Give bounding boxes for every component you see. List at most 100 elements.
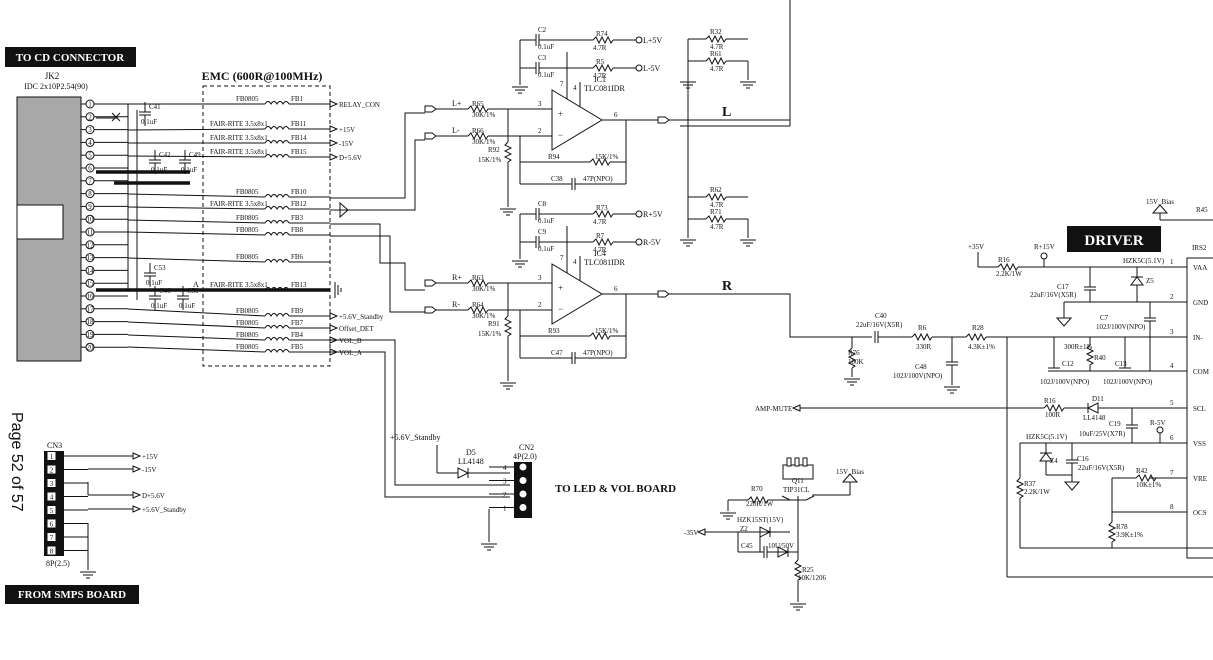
input-neg-label: L-	[452, 126, 460, 135]
c19-val: 10uF/25V(X7R)	[1079, 430, 1126, 438]
jk2-pin-20: 20	[81, 342, 128, 352]
resistor	[705, 193, 727, 201]
output-label: R	[722, 279, 733, 294]
c12-ref: C12	[1062, 360, 1074, 368]
net-label: Offset_DET	[339, 325, 374, 333]
d5-part: LL4148	[458, 457, 484, 466]
jk2-pin-4: 4	[81, 137, 128, 147]
pin-num: 3	[538, 274, 542, 282]
c-val: 0.1uF	[538, 217, 554, 225]
ferrite-bead	[264, 101, 290, 105]
jk2-pin-3: 3	[81, 125, 128, 135]
ferrite-ref: FB4	[291, 331, 304, 339]
cn2-pin-3: 3	[489, 476, 528, 486]
d11-val: LL4148	[1083, 414, 1106, 422]
net-arrow	[132, 452, 141, 460]
jk2-pin-2: 2	[81, 112, 128, 122]
pin-num: 6	[614, 285, 618, 293]
cn3-net-label: -15V	[142, 466, 156, 474]
left-caps: C410.1uFC420.1uFC490.1uFC530.1uFC460.1uF…	[139, 102, 201, 310]
v35-label: -35V	[684, 529, 698, 537]
driver-pin-3: 3IN-	[1150, 328, 1203, 342]
net-label: +15V	[339, 126, 355, 134]
input-pos-label: L+	[452, 99, 462, 108]
gnd	[789, 603, 807, 611]
ic-ref: IC1	[594, 75, 606, 84]
c-val: 47P(NPO)	[583, 349, 613, 357]
jk2-pin-number: 8	[88, 190, 92, 198]
driver-pin-number: 8	[1170, 503, 1174, 511]
ferrite-bead	[264, 126, 290, 130]
cn3-body	[44, 451, 64, 556]
c13-val: 102J/100V(NPO)	[1103, 378, 1153, 386]
c48-ref: C48	[915, 363, 927, 371]
ferrite-ref: FB15	[291, 148, 307, 156]
jk2-pin-11: 11	[81, 227, 128, 237]
r-gnd	[504, 141, 512, 163]
c13-ref: C13	[1115, 360, 1127, 368]
net-label: R-5V	[643, 238, 661, 247]
r16b-val: 100R	[1045, 411, 1061, 419]
jk2-pin-number: 15	[87, 280, 95, 288]
c40-val: 22uF/16V(X5R)	[856, 321, 903, 329]
jk2-pin-1: 1	[81, 99, 128, 109]
amp-mute-label: AMP-MUTE	[755, 405, 792, 413]
c12-val: 102J/100V(NPO)	[1040, 378, 1090, 386]
cn2-pin-circle	[518, 489, 528, 499]
r-ref: R66	[472, 127, 484, 135]
cn3-net-label: D+5.6V	[142, 492, 165, 500]
driver-label: DRIVER	[1084, 233, 1143, 249]
q11-ref: Q11	[792, 477, 804, 485]
driver-pin-name: VAA	[1193, 264, 1207, 272]
gnd	[719, 512, 737, 520]
net-label: VOL_B	[339, 337, 362, 345]
gnd	[499, 208, 517, 216]
r78-val: 3.9K±1%	[1116, 531, 1143, 539]
pin-num: 2	[538, 127, 542, 135]
r-ref: R5	[596, 58, 605, 66]
net-label: L+5V	[643, 36, 662, 45]
c-val: 0.1uF	[538, 71, 554, 79]
r-val: 30K/1%	[472, 111, 496, 119]
c16-val: 22uF/16V(X5R)	[1078, 464, 1125, 472]
jk2-pin-number: 2	[88, 113, 92, 121]
input-bus-pos	[424, 279, 437, 287]
net-label: +5.6V_Standby	[339, 313, 384, 321]
r-val: 4.7R	[710, 201, 724, 209]
cn3-pin-number: 4	[50, 494, 54, 502]
jk2-pin-number: 5	[88, 152, 92, 160]
cn3-pin-box	[46, 451, 57, 461]
r28-val: 4.3K±1%	[968, 343, 995, 351]
driver-ic-label: IRS2	[1192, 244, 1207, 252]
cn3-pin-box	[46, 518, 57, 529]
pin-num: 3	[538, 100, 542, 108]
jk2-pin-10: 10	[81, 214, 128, 224]
jk2-pin-18: 18	[81, 317, 128, 327]
ferrite-part: FAIR-RITE 3.5x8x1	[210, 120, 268, 128]
cn2-pin-number: 2	[503, 491, 507, 499]
driver-pin-number: 2	[1170, 293, 1174, 301]
c-ref: C9	[538, 228, 547, 236]
r-val: 4.7R	[593, 218, 607, 226]
input-bus-neg	[424, 306, 437, 314]
jk2-pin-number: 12	[87, 241, 95, 249]
cn2-pin-circle	[518, 462, 528, 472]
r37-val: 2.2K/1W	[1024, 488, 1050, 496]
net-arrow	[329, 153, 338, 161]
cn3-net-2: D+5.6V	[88, 491, 165, 500]
net-arrow	[132, 491, 141, 499]
r-val: 4.7R	[710, 65, 724, 73]
jk2-pin-15: 15	[81, 278, 128, 288]
net-label: RELAY_CON	[339, 101, 380, 109]
